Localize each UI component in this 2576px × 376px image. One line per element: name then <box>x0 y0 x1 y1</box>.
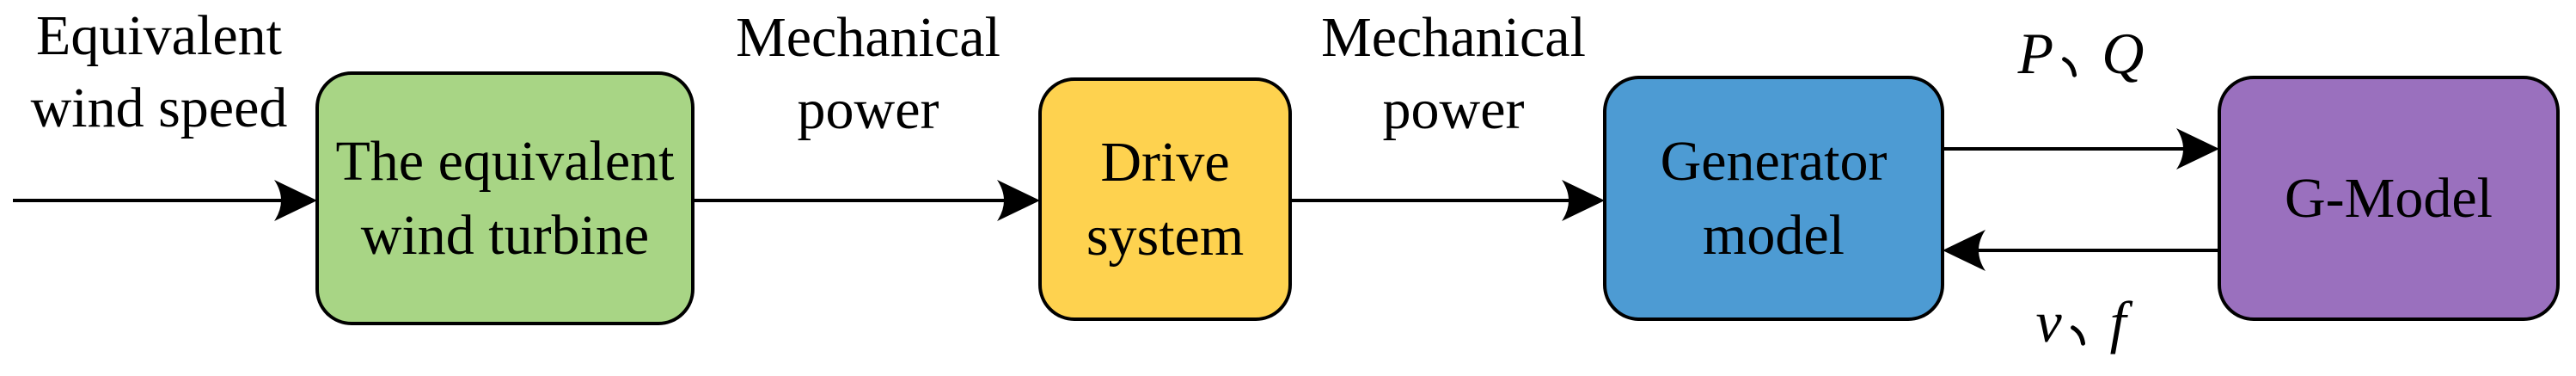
edge-label-mechanical-power-1: Mechanical power <box>736 6 1000 141</box>
ideographic-comma-icon <box>2060 19 2079 88</box>
arrow-drive-to-generator <box>1292 180 1605 221</box>
label-q: Q <box>2102 21 2145 86</box>
input-label-equivalent-wind-speed: Equivalent wind speed <box>30 4 288 139</box>
block-label: Generator model <box>1660 129 1888 267</box>
block-label: G-Model <box>2285 166 2493 230</box>
block-equivalent-wind-turbine: The equivalent wind turbine <box>315 71 694 325</box>
edge-label-mechanical-power-2: Mechanical power <box>1321 6 1586 141</box>
block-label: Drive system <box>1086 130 1245 268</box>
arrow-wind-speed-input <box>13 180 317 221</box>
label-f: f <box>2109 289 2126 354</box>
ideographic-comma-icon <box>2069 287 2088 356</box>
arrow-gmodel-to-generator <box>1943 230 2218 271</box>
arrow-generator-to-gmodel <box>1944 128 2219 170</box>
block-label: The equivalent wind turbine <box>335 129 675 267</box>
arrow-turbine-to-drive <box>694 180 1040 221</box>
block-drive-system: Drive system <box>1038 77 1292 321</box>
label-v: v <box>2035 289 2062 354</box>
block-generator-model: Generator model <box>1603 76 1944 321</box>
label-p: P <box>2017 21 2054 86</box>
block-g-model: G-Model <box>2218 76 2560 321</box>
